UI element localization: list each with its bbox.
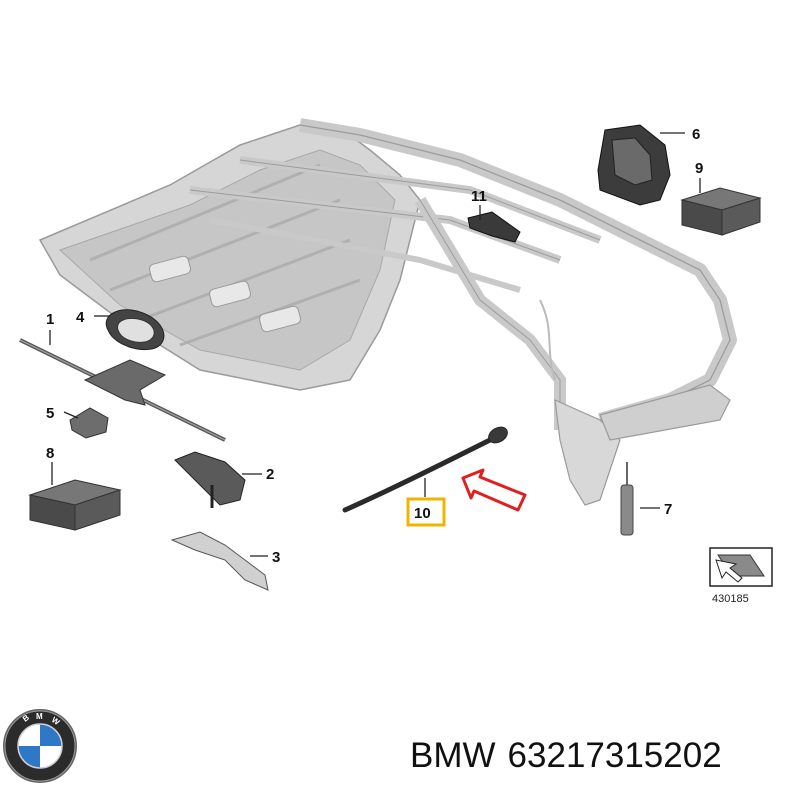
- callout-8: 8: [46, 445, 54, 462]
- callout-4: 4: [76, 309, 85, 326]
- bmw-roundel-icon: B M W: [3, 709, 77, 783]
- brand-part-number-line: BMW 63217315202: [410, 736, 734, 776]
- part-9-pad: [680, 187, 762, 236]
- callout-10-highlight-box: [406, 497, 446, 527]
- callout-3: 3: [272, 549, 280, 566]
- brand-name: BMW: [410, 736, 496, 775]
- callout-11: 11: [471, 188, 487, 205]
- callout-5: 5: [46, 405, 54, 422]
- svg-text:B: B: [21, 713, 31, 724]
- part-4-grommet: [105, 309, 165, 351]
- callout-1: 1: [46, 311, 54, 328]
- part-5-clip: [69, 407, 109, 439]
- callout-10: 10: [414, 505, 431, 522]
- part-10-seal-strip: [342, 426, 508, 513]
- reference-symbol: 430185: [709, 547, 773, 605]
- reference-arrow-icon: [715, 559, 743, 583]
- callout-2: 2: [266, 466, 274, 483]
- callout-9: 9: [695, 160, 703, 177]
- part-3-hinge-plate: [170, 531, 269, 591]
- part-number: 63217315202: [507, 736, 722, 775]
- svg-text:W: W: [50, 715, 62, 727]
- red-pointer-arrow: [461, 468, 527, 512]
- reference-code: 430185: [712, 593, 749, 605]
- part-7-gas-strut: [620, 462, 634, 536]
- callout-7: 7: [664, 501, 672, 518]
- callout-6: 6: [692, 126, 700, 143]
- part-2-bracket: [174, 451, 246, 508]
- part-11-bracket: [467, 211, 521, 243]
- svg-text:M: M: [36, 712, 43, 721]
- part-8-pad: [28, 479, 122, 531]
- callouts: 1 2 3 4 5 6 7 8 9 10 11: [46, 126, 703, 566]
- part-1-support-bar: [19, 338, 226, 442]
- part-6-hinge-assembly: [597, 124, 671, 206]
- leader-lines: [49, 132, 701, 557]
